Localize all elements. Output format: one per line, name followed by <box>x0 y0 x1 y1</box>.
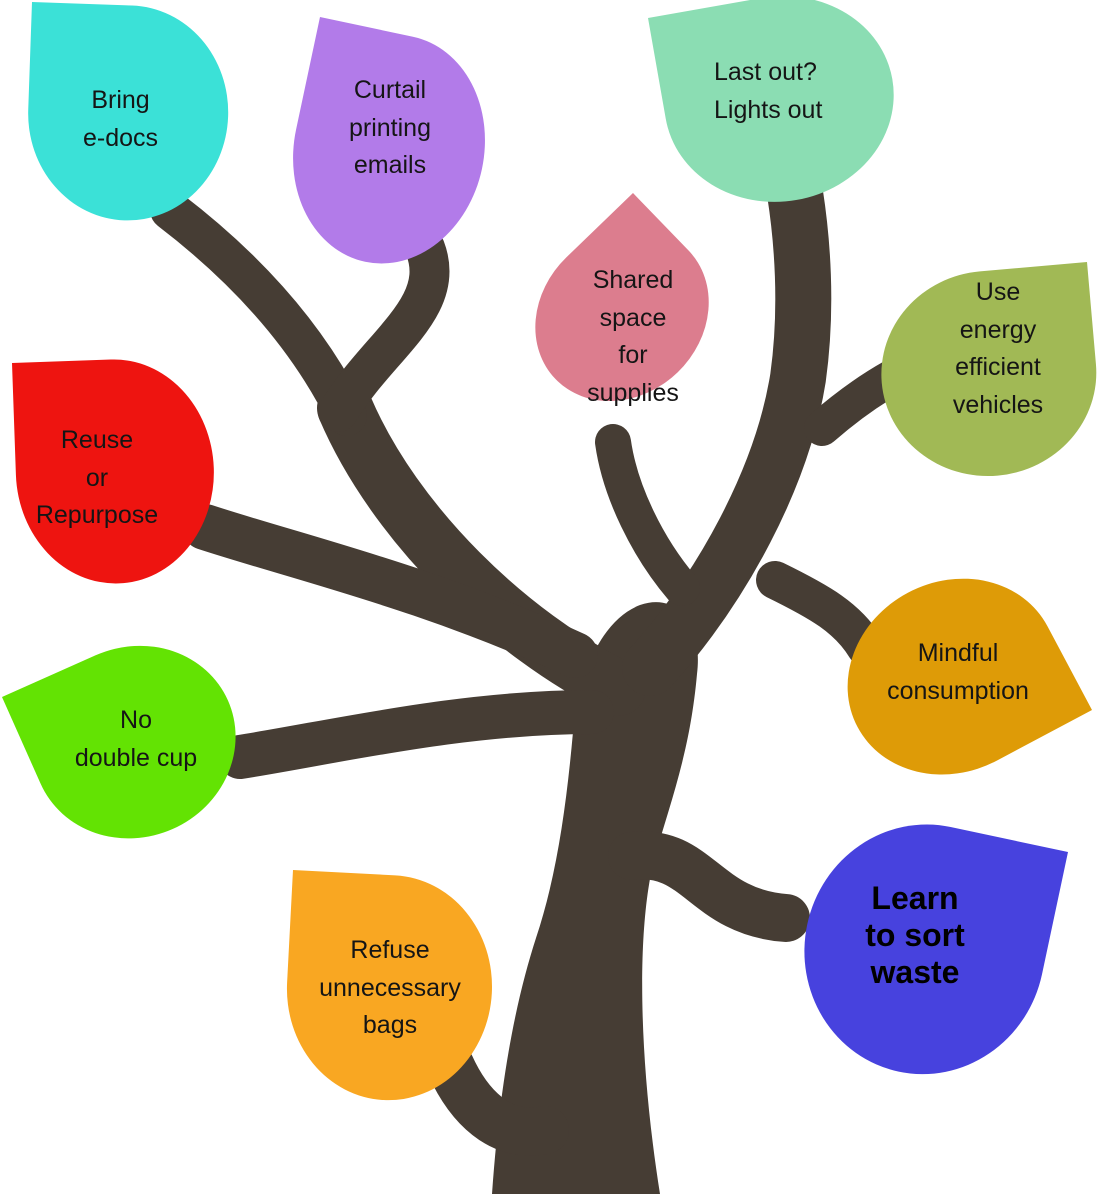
leaf-shape-learn-to-sort-waste <box>804 824 1068 1075</box>
leaf-shape-shared-space-for-supplies <box>535 193 709 402</box>
branch-stub-mindful-consumption <box>756 561 885 667</box>
branch-stem-shared-space-for-supplies <box>595 424 700 606</box>
leaf-shape-last-out-lights-out <box>648 0 894 202</box>
leaf-shape-mindful-consumption <box>847 578 1092 775</box>
leaf-shape-use-energy-efficient-vehicles <box>881 262 1097 477</box>
branch-learn-to-sort-waste <box>608 831 810 942</box>
branch-reuse-or-repurpose <box>182 504 598 678</box>
tree-trunk <box>492 602 698 1194</box>
branch-no-double-cup <box>218 690 614 779</box>
leaf-shape-reuse-or-repurpose <box>12 359 214 584</box>
leaf-shape-bring-e-docs <box>28 2 229 221</box>
branch-refuse-unnecessary-bags <box>426 1041 569 1156</box>
branch-stem-curtail-printing-emails <box>318 228 450 432</box>
leaf-shape-no-double-cup <box>2 645 236 839</box>
branch-upper-limb <box>622 165 832 696</box>
leaf-shape-curtail-printing-emails <box>293 17 485 264</box>
branch-stem-bring-e-docs <box>150 190 367 436</box>
leaf-shape-refuse-unnecessary-bags <box>286 870 492 1101</box>
